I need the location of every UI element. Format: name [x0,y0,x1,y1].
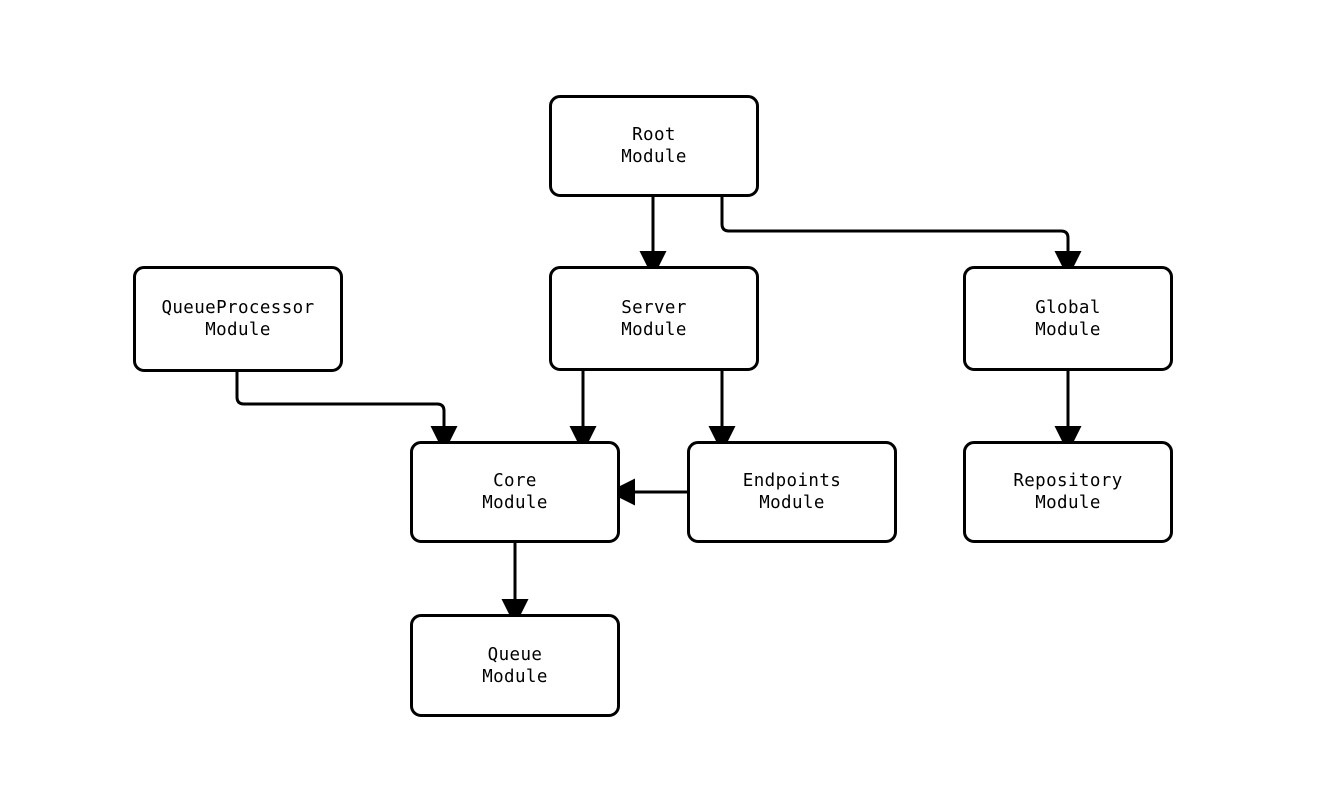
node-root-line1: Root [632,125,676,145]
node-core[interactable]: Core Module [410,441,620,543]
node-core-line1: Core [493,471,537,491]
node-root-line2: Module [621,147,687,167]
node-queueprocessor[interactable]: QueueProcessor Module [133,266,343,372]
node-endpoints-line2: Module [759,493,825,513]
node-global-line2: Module [1035,319,1101,340]
node-queue-line1: Queue [487,644,543,665]
node-server[interactable]: Server Module [549,266,759,371]
node-queue-line2: Module [482,666,548,687]
node-repository-line1: Repository [1013,471,1123,491]
node-repository-line2: Module [1035,493,1101,513]
node-queueprocessor-line2: Module [205,320,271,340]
edge-queueprocessor-to-core [235,372,458,453]
edge-root-to-global [720,197,1082,278]
node-repository[interactable]: Repository Module [963,441,1173,543]
node-global-line1: Global [1035,297,1101,318]
node-server-line1: Server [621,297,687,318]
node-core-line2: Module [482,493,548,513]
node-server-line2: Module [621,319,687,340]
node-endpoints-line1: Endpoints [742,471,842,491]
node-global[interactable]: Global Module [963,266,1173,371]
node-queue[interactable]: Queue Module [410,614,620,717]
node-queueprocessor-line1: QueueProcessor [161,298,315,318]
node-root[interactable]: Root Module [549,95,759,197]
node-endpoints[interactable]: Endpoints Module [687,441,897,543]
